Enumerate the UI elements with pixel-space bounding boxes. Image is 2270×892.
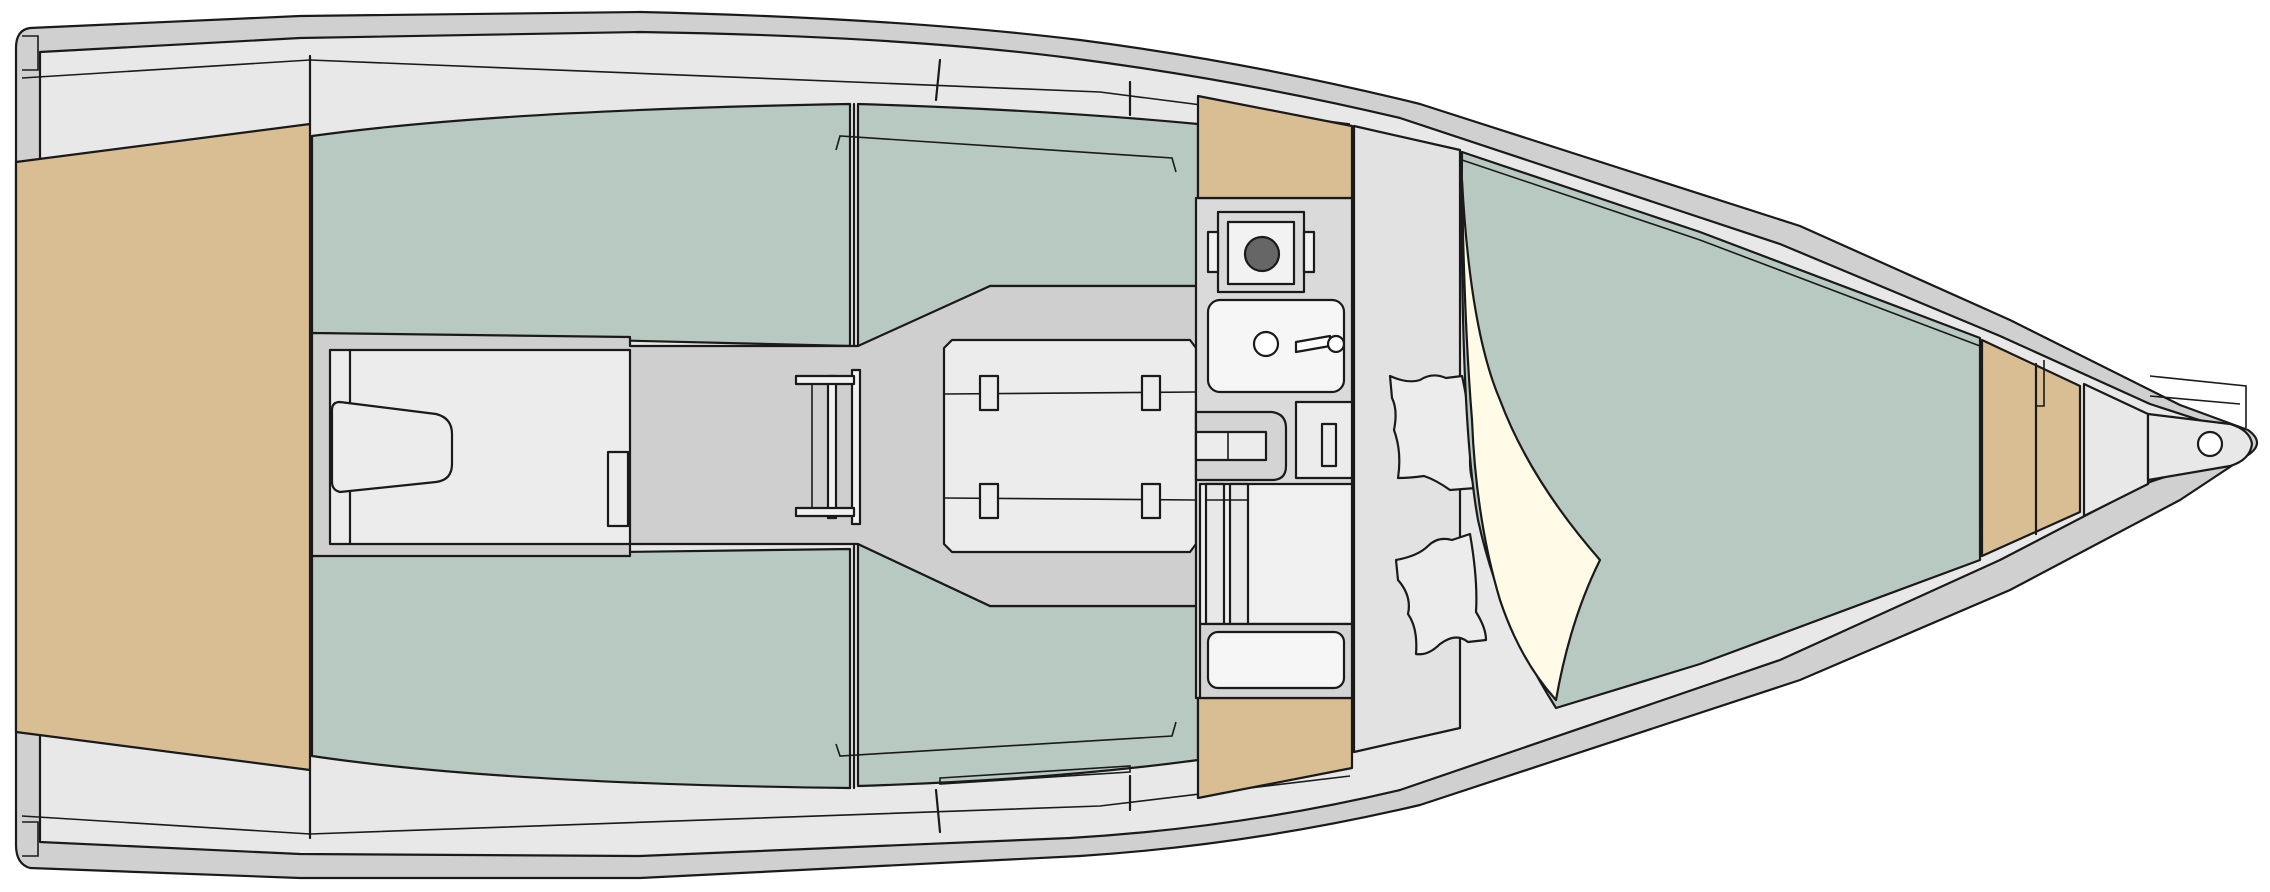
galley-sink bbox=[1206, 298, 1346, 394]
lee-cloth-port bbox=[835, 135, 1177, 173]
chart-table bbox=[1194, 400, 1354, 700]
v-berth-inner-line bbox=[1461, 159, 1981, 347]
burner-icon bbox=[1243, 235, 1281, 273]
drain-icon bbox=[1252, 330, 1280, 358]
pillow-starboard bbox=[1394, 532, 1488, 656]
galley-stove bbox=[1206, 210, 1316, 294]
aft-berth-port bbox=[310, 102, 852, 348]
bowsprit-rail bbox=[2149, 375, 2247, 428]
pillow-port bbox=[1388, 374, 1478, 492]
faucet-icon bbox=[1294, 334, 1332, 354]
companionway-ladder bbox=[794, 368, 862, 526]
wood-panel-top bbox=[1196, 94, 1354, 200]
saloon-table bbox=[942, 338, 1198, 554]
stern-corner-top bbox=[22, 35, 39, 71]
stern-corner-bottom bbox=[22, 821, 39, 857]
engine-cover bbox=[330, 400, 454, 494]
deck-rail-bottom bbox=[939, 765, 1131, 785]
deck-seam-bottom-1 bbox=[934, 788, 942, 834]
bed-sheet bbox=[1460, 178, 1602, 702]
settee-starboard bbox=[856, 542, 1200, 788]
bow-deck bbox=[2082, 382, 2150, 518]
aft-berth-starboard bbox=[310, 547, 852, 790]
anchor-roller-icon bbox=[2196, 430, 2224, 458]
bow-locker-step bbox=[2036, 360, 2045, 407]
lee-cloth-starboard bbox=[835, 721, 1177, 757]
stern-locker bbox=[14, 122, 312, 772]
engine-access-hatch bbox=[606, 450, 630, 528]
deck-seam-top-1 bbox=[934, 58, 942, 102]
bow-locker bbox=[1980, 338, 2082, 558]
